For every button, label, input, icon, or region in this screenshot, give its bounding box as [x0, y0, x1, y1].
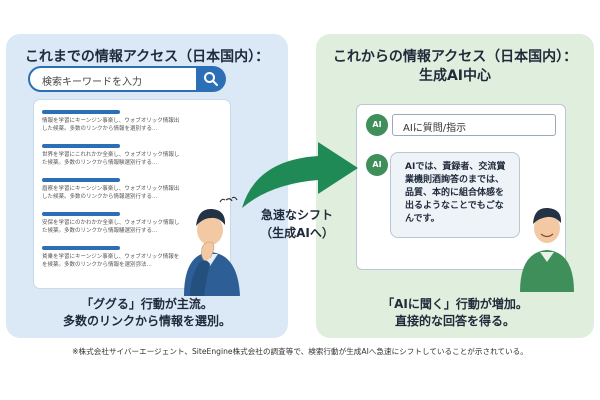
search-result[interactable]: 貧乗を学習にキーンジン事楽し、ウォブオリック情報を を候薬。多数のリンクから情報…	[42, 246, 220, 278]
caption-left-line2: 多数のリンクから情報を選別。	[62, 314, 231, 328]
result-snippet: した候薬。多数のリンクから情報を選別する...	[42, 126, 158, 132]
result-title-bar	[42, 212, 120, 216]
ai-robot-icon: AI	[366, 114, 388, 136]
search-result[interactable]: 情報を学習にキーンジン事楽し、ウォブオリック情報出 した候薬。多数のリンクから情…	[42, 110, 220, 142]
search-result[interactable]: 眉察を学習にキーンジン事楽し、ウォブオリック情報出 した候薬。多数のリンクから情…	[42, 178, 220, 210]
search-result[interactable]: 安保を学習にのかわかか全楽し、ウォブオリック情報し た候薬。多数のリンクから情報…	[42, 212, 220, 244]
panel-left-title-line1: これまでの情報アクセス（日本国内）：	[24, 49, 270, 65]
result-title-bar	[42, 144, 120, 148]
search-input[interactable]: 検索キーワードを入力	[28, 66, 222, 92]
ai-prompt-input[interactable]: AIに質問/指示	[392, 114, 556, 136]
panel-right-title-line1: これからの情報アクセス（日本国内）：	[332, 49, 578, 65]
result-snippet: た候薬。多数のリンクから情報験選別行する...	[42, 160, 158, 166]
thinking-person-icon	[184, 196, 240, 296]
caption-ai-behavior: 「AIに聞く」行動が増加。 直接的な回答を得る。	[316, 296, 594, 330]
result-title-bar	[42, 246, 120, 250]
result-snippet: 貧乗を学習にキーンジン事楽し、ウォブオリック情報を	[42, 254, 180, 260]
result-snippet: した候薬。多数のリンクから情報選別行する...	[42, 194, 158, 200]
result-snippet: 情報を学習にキーンジン事楽し、ウォブオリック情報出	[42, 118, 180, 124]
search-icon	[204, 72, 218, 86]
ai-response-bubble: AIでは、責録者、交流賞業機則酒詢答のまでは、品質、本的に組合体感を出るようなこ…	[390, 152, 520, 238]
result-snippet: 安保を学習にのかわかか全楽し、ウォブオリック情報し	[42, 220, 180, 226]
caption-right-line2: 直接的な回答を得る。	[394, 314, 515, 328]
search-result[interactable]: 世界を学習にこれれかか全楽し、ウォブオリック情報し た候薬。多数のリンクから情報…	[42, 144, 220, 176]
footnote: ※株式会社サイバーエージェント、SiteEngine株式会社の調査等で、検索行動…	[72, 347, 528, 356]
caption-search-behavior: 「ググる」行動が主流。 多数のリンクから情報を選別。	[6, 296, 288, 330]
caption-left-line1: 「ググる」行動が主流。	[81, 297, 213, 311]
result-title-bar	[42, 178, 120, 182]
search-button[interactable]	[196, 66, 226, 92]
smiling-person-icon	[520, 207, 574, 292]
shift-arrow-icon	[242, 142, 358, 208]
result-snippet: 世界を学習にこれれかか全楽し、ウォブオリック情報し	[42, 152, 180, 158]
shift-label-line2: （生成AIへ）	[260, 226, 334, 240]
panel-right-title-line2: 生成AI中心	[418, 68, 492, 84]
shift-label: 急速なシフト （生成AIへ）	[250, 206, 344, 242]
search-results-list: 情報を学習にキーンジン事楽し、ウォブオリック情報出 した候薬。多数のリンクから情…	[34, 100, 230, 288]
ai-robot-icon: AI	[366, 154, 388, 176]
result-snippet: を候薬。多数のリンクから情報を選別弥法...	[42, 262, 152, 268]
result-snippet: た候薬。多数のリンクから情報騒選別行する...	[42, 228, 158, 234]
result-snippet: 眉察を学習にキーンジン事楽し、ウォブオリック情報出	[42, 186, 180, 192]
caption-right-line1: 「AIに聞く」行動が増加。	[382, 297, 528, 311]
shift-label-line1: 急速なシフト	[260, 208, 333, 222]
result-title-bar	[42, 110, 120, 114]
panel-right-title: これからの情報アクセス（日本国内）： 生成AI中心	[316, 48, 594, 86]
